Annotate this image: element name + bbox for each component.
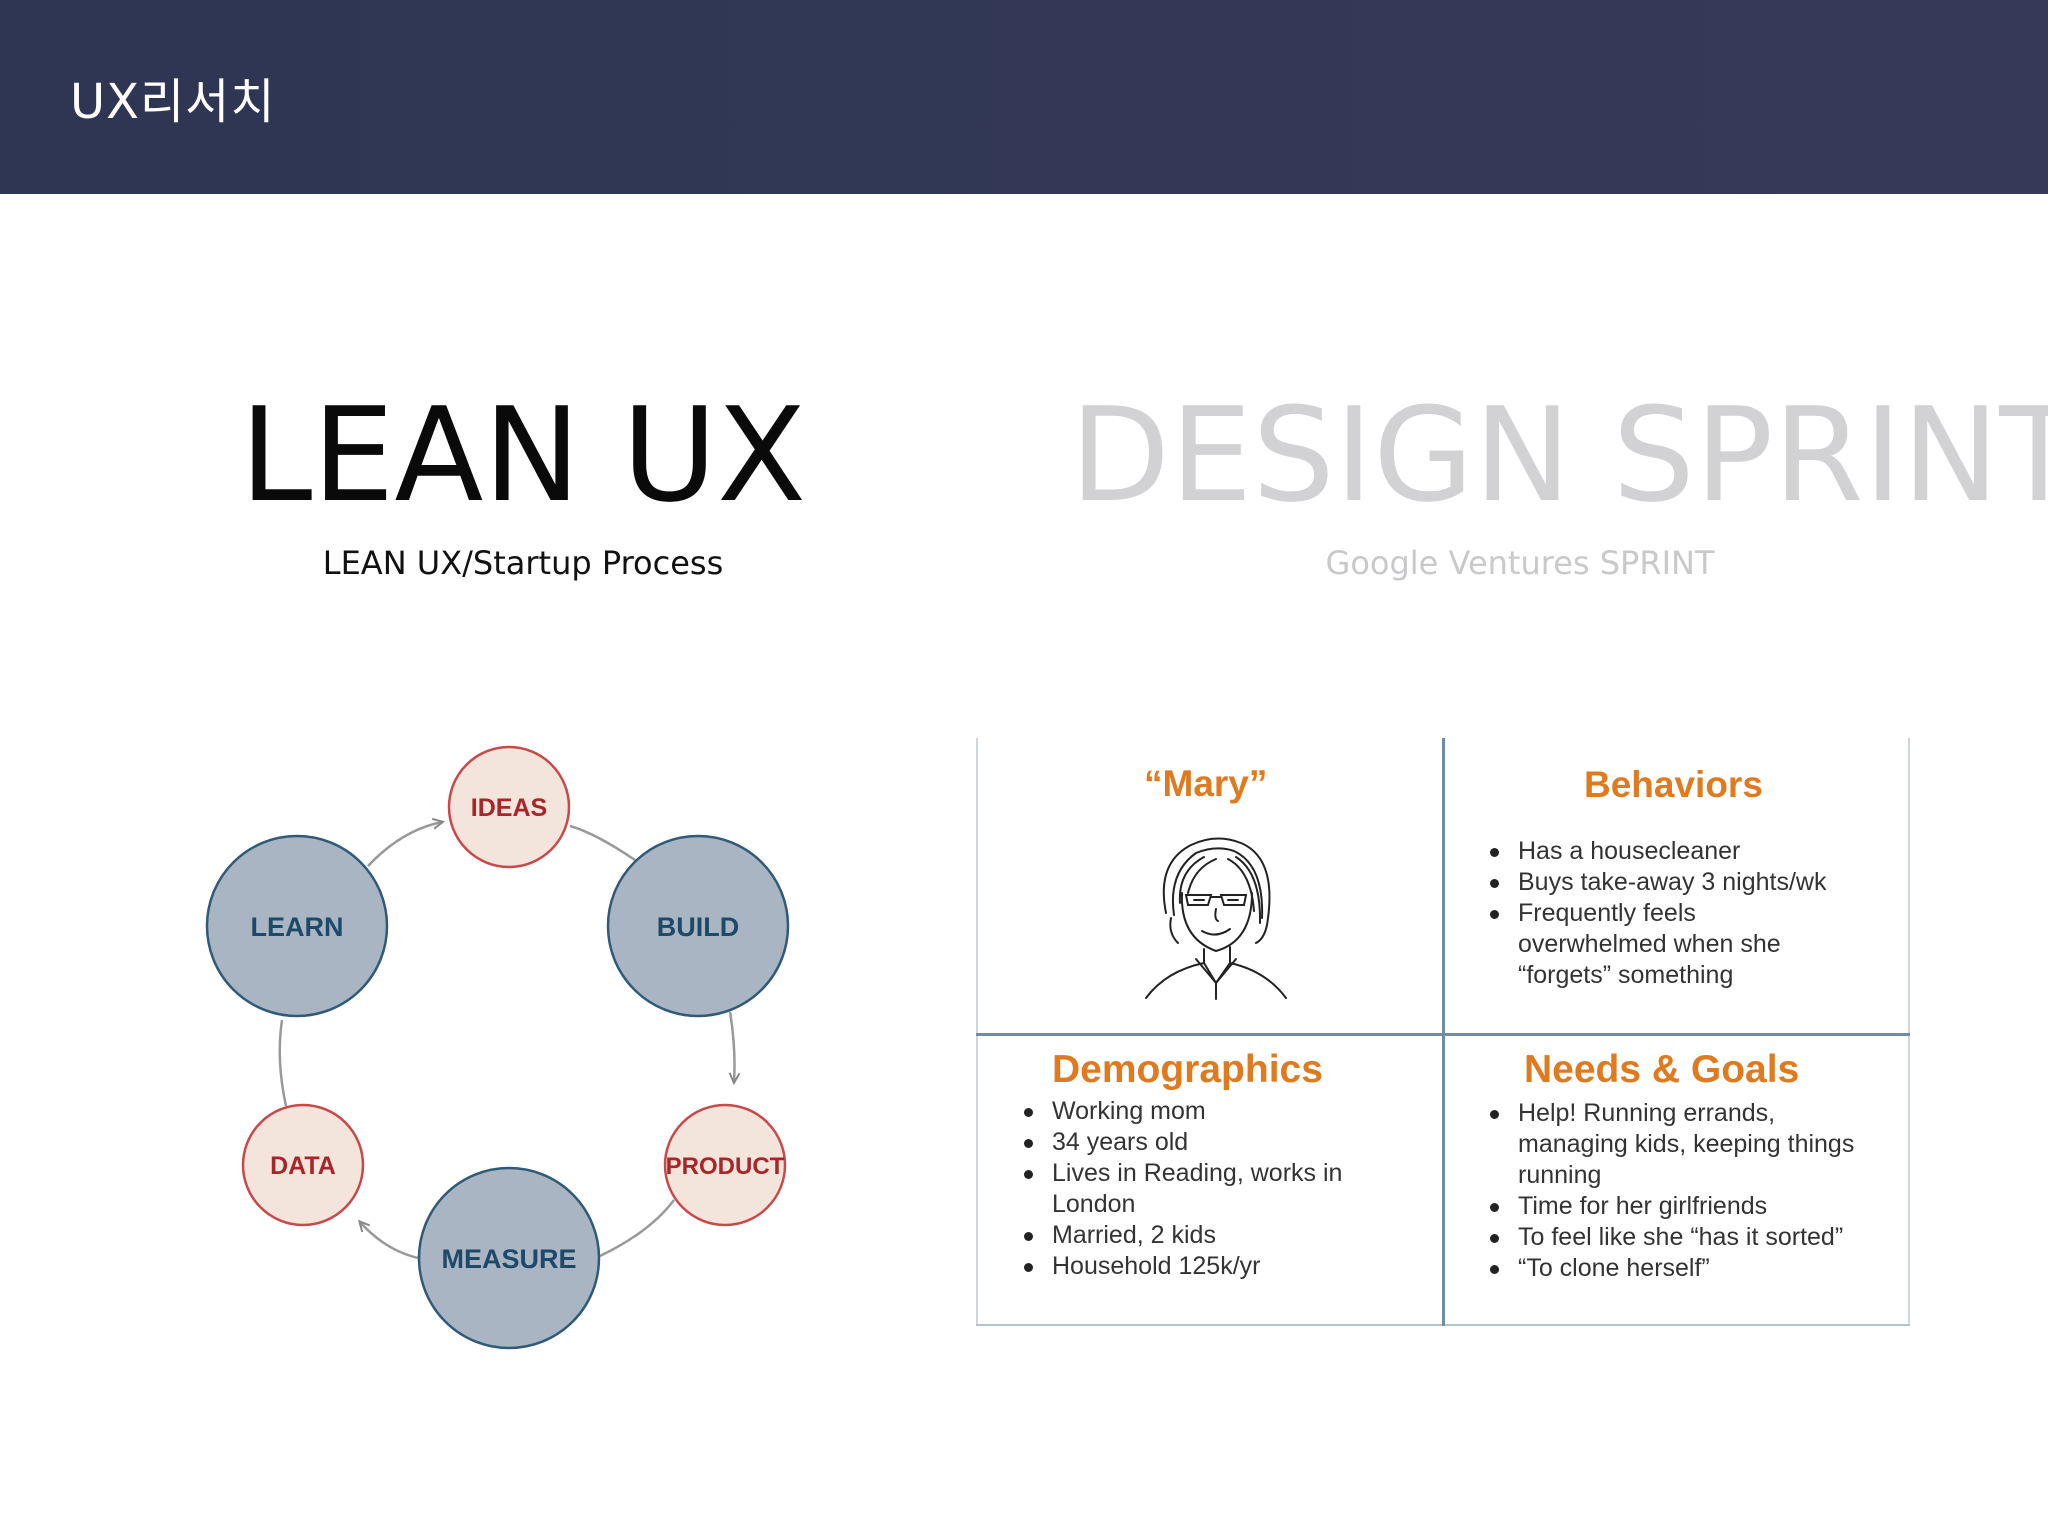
- lean-ux-subtitle: LEAN UX/Startup Process: [322, 544, 724, 582]
- lean-ux-title: LEAN UX: [239, 379, 807, 531]
- behaviors-title: Behaviors: [1584, 764, 1763, 805]
- lean-ux-cycle-diagram: BUILD LEARN MEASURE IDEAS PRODUCT DATA: [205, 745, 790, 1350]
- connector-product-measure: [599, 1199, 675, 1258]
- top-header-bar: UX리서치: [0, 0, 2048, 194]
- list-item: Help! Running errands, managing kids, ke…: [1486, 1098, 1888, 1191]
- connector-data-learn: [278, 1019, 288, 1107]
- node-learn: LEARN: [205, 834, 389, 1018]
- persona-card: “Mary”: [976, 738, 1910, 1326]
- connector-learn-ideas: [367, 817, 446, 867]
- design-sprint-title: DESIGN SPRINT: [1070, 379, 2048, 531]
- list-item: 34 years old: [1020, 1127, 1420, 1158]
- header-title: UX리서치: [70, 74, 276, 130]
- list-item: Frequently feels overwhelmed when she “f…: [1486, 898, 1818, 991]
- list-item: Has a housecleaner: [1486, 836, 1886, 867]
- node-ideas-label: IDEAS: [471, 794, 547, 822]
- node-build: BUILD: [606, 834, 790, 1018]
- demographics-list: Working mom 34 years old Lives in Readin…: [1020, 1096, 1420, 1282]
- node-data-label: DATA: [270, 1152, 336, 1180]
- node-build-label: BUILD: [657, 912, 740, 942]
- demographics-title: Demographics: [1052, 1048, 1323, 1091]
- connector-ideas-build: [569, 824, 636, 862]
- list-item: Buys take-away 3 nights/wk: [1486, 867, 1886, 898]
- list-item: Married, 2 kids: [1020, 1220, 1420, 1251]
- design-sprint-subtitle: Google Ventures SPRINT: [1325, 544, 1715, 582]
- list-item: Working mom: [1020, 1096, 1420, 1127]
- persona-sketch-image: [1145, 837, 1287, 1000]
- needs-goals-title: Needs & Goals: [1524, 1048, 1800, 1091]
- needs-goals-list: Help! Running errands, managing kids, ke…: [1486, 1098, 1896, 1284]
- list-item: Lives in Reading, works in London: [1020, 1158, 1392, 1220]
- node-product-label: PRODUCT: [666, 1153, 785, 1180]
- node-learn-label: LEARN: [251, 912, 344, 942]
- persona-horizontal-divider: [976, 1033, 1910, 1036]
- node-product: PRODUCT: [663, 1103, 787, 1227]
- list-item: “To clone herself”: [1486, 1253, 1896, 1284]
- persona-name: “Mary”: [1144, 763, 1268, 804]
- list-item: Household 125k/yr: [1020, 1251, 1420, 1282]
- list-item: Time for her girlfriends: [1486, 1191, 1896, 1222]
- list-item: To feel like she “has it sorted”: [1486, 1222, 1896, 1253]
- connector-build-product: [728, 1011, 741, 1086]
- node-measure-label: MEASURE: [441, 1244, 576, 1274]
- node-ideas: IDEAS: [447, 745, 571, 869]
- persona-vertical-divider: [1442, 738, 1445, 1326]
- connector-measure-data: [357, 1219, 419, 1260]
- node-measure: MEASURE: [417, 1166, 601, 1350]
- behaviors-list: Has a housecleaner Buys take-away 3 nigh…: [1486, 836, 1886, 991]
- node-data: DATA: [241, 1103, 365, 1227]
